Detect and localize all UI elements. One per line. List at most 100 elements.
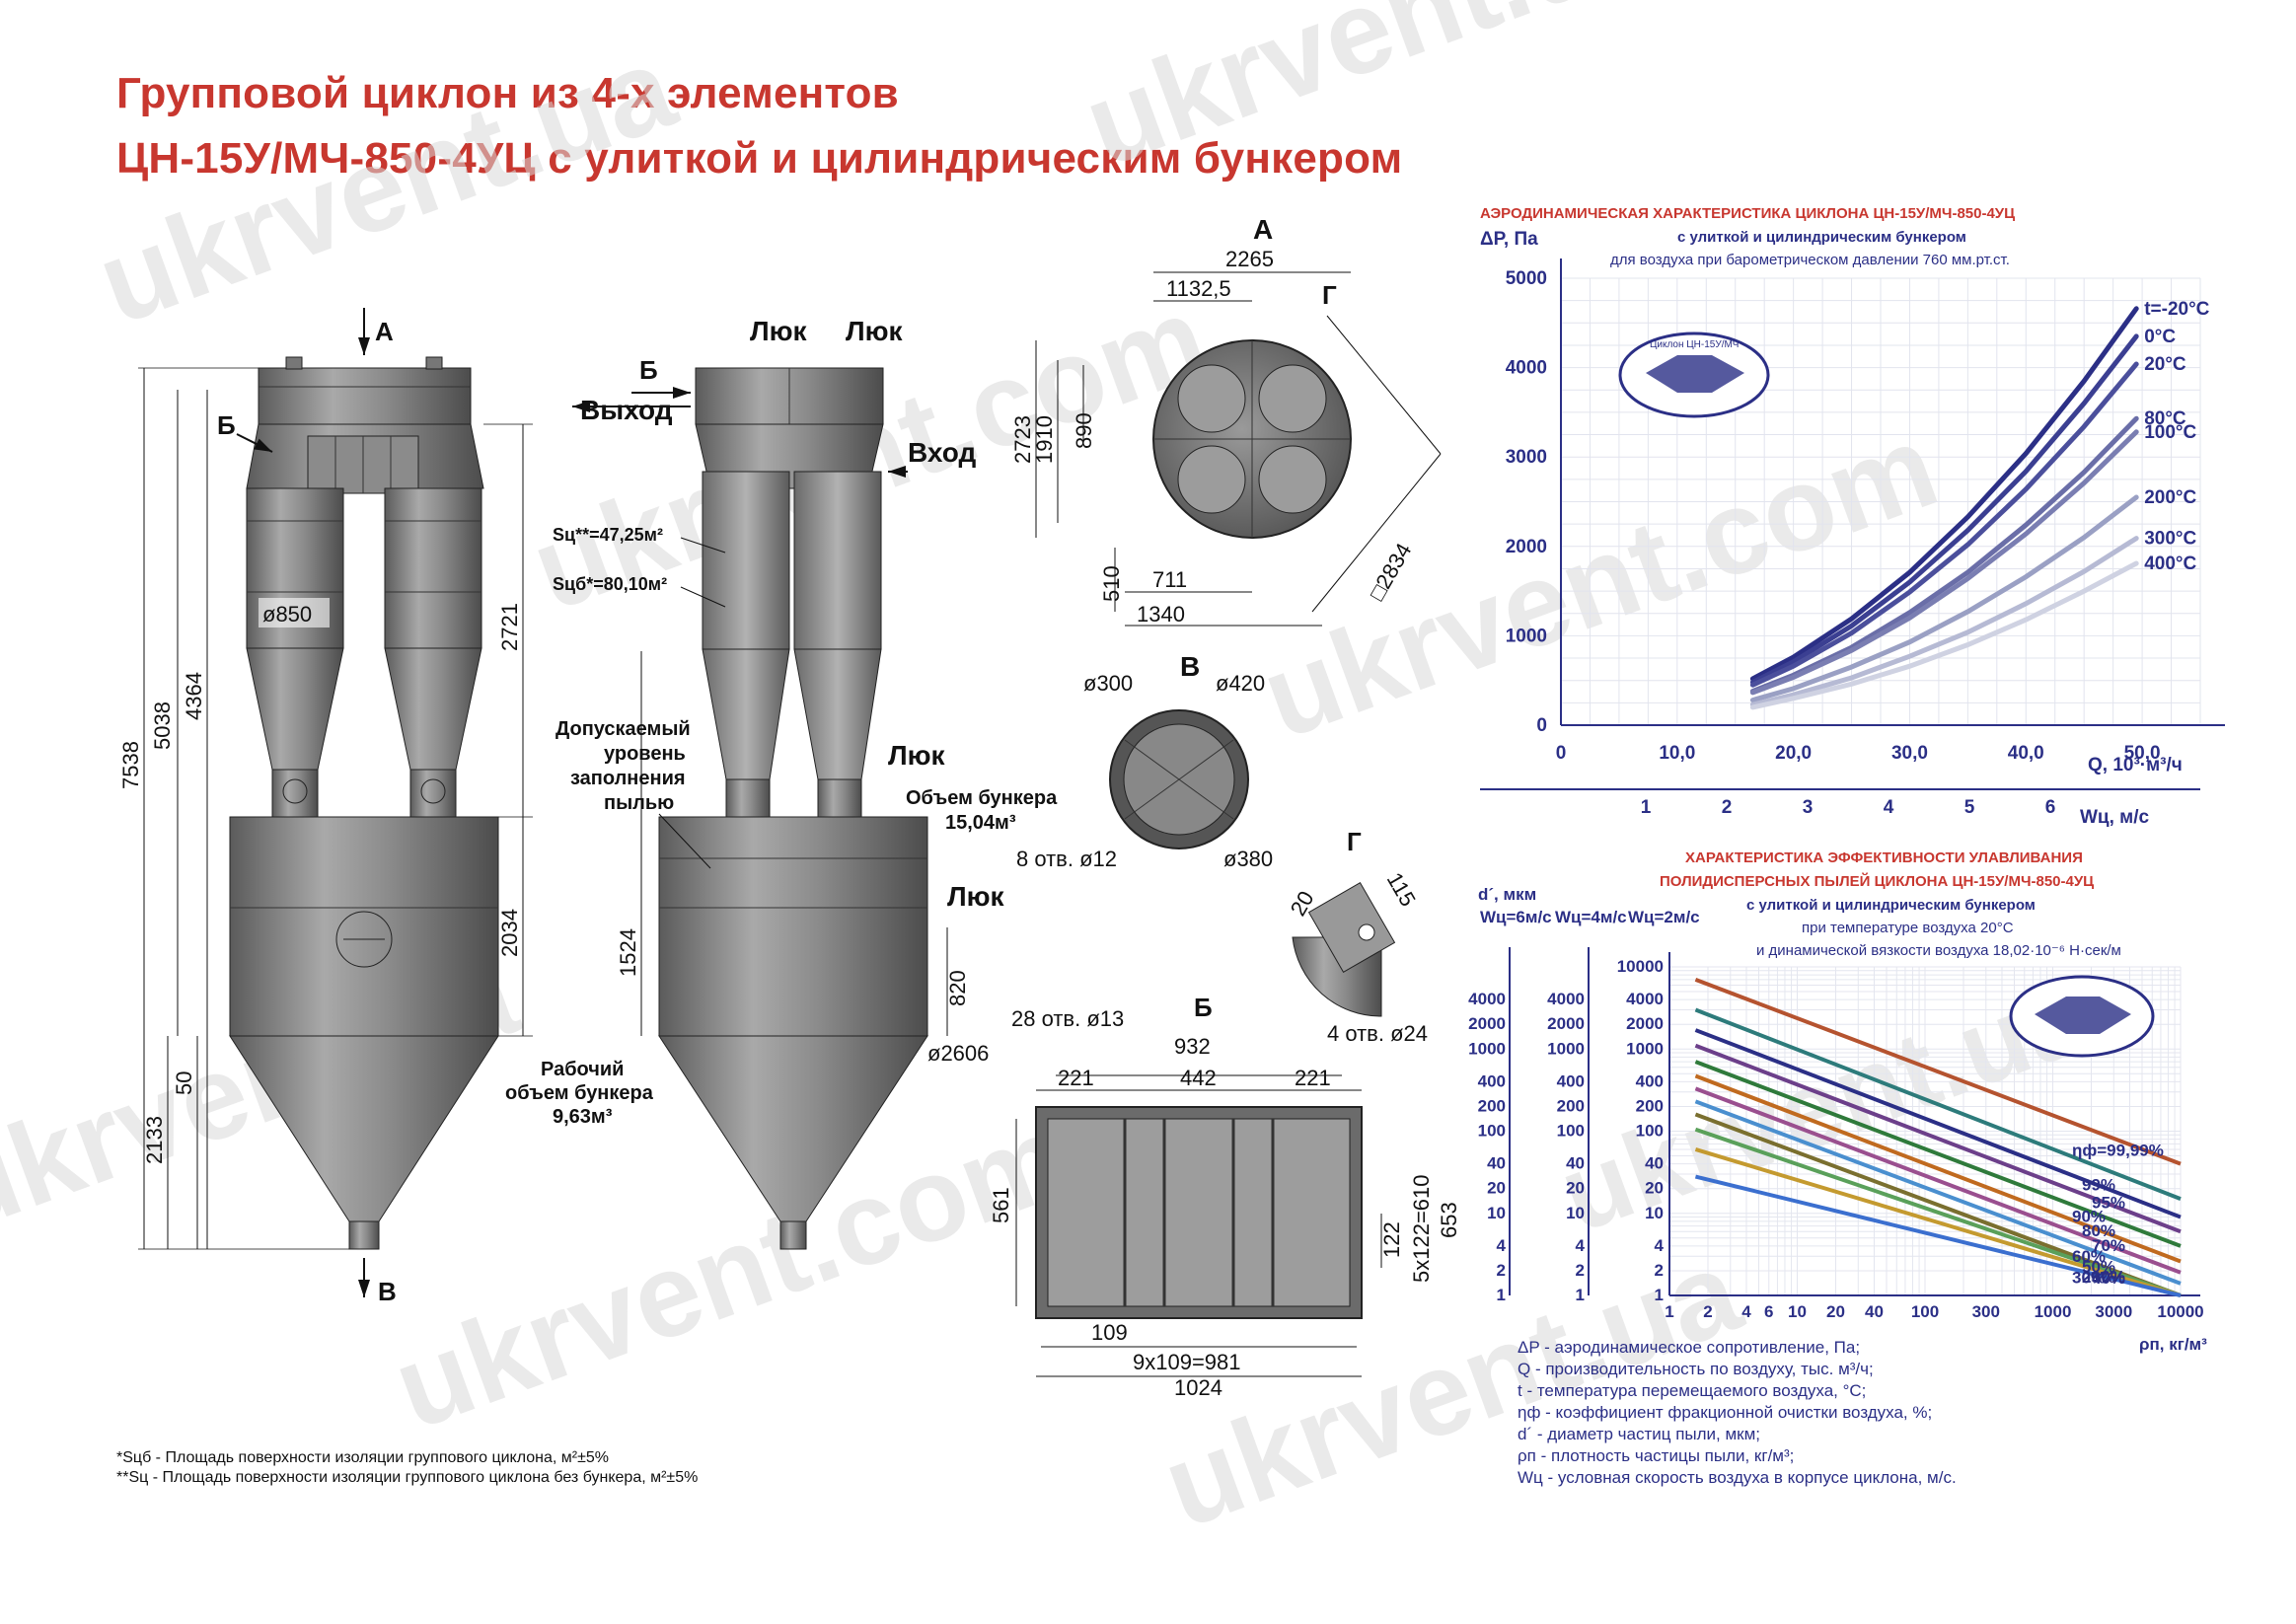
- dim-122: 122: [1379, 1221, 1404, 1258]
- page-title-line2: ЦН-15У/МЧ-850-4УЦ с улиткой и цилиндриче…: [116, 134, 1403, 183]
- dim-2034: 2034: [497, 909, 522, 957]
- footnote-1: *Sцб - Площадь поверхности изоляции груп…: [116, 1449, 609, 1466]
- chart2-ytick-a: 2000: [1468, 1014, 1506, 1033]
- chart1-x2label: Wц, м/с: [2080, 807, 2150, 828]
- chart2-xtick: 10: [1788, 1302, 1807, 1321]
- dim-5038: 5038: [150, 701, 175, 750]
- chart1-ytick: 2000: [1506, 537, 1547, 557]
- entry-label: Вход: [908, 437, 976, 468]
- chart2-xtick: 100: [1911, 1302, 1939, 1321]
- dim-d380: ø380: [1223, 847, 1273, 871]
- chart2-series: [1694, 978, 2182, 1297]
- legend-item: ρп - плотность частицы пыли, кг/м³;: [1518, 1446, 1795, 1465]
- chart-legend: ΔP - аэродинамическое сопротивление, Па;…: [1518, 1337, 1957, 1489]
- chart1-x2tick: 2: [1722, 797, 1733, 818]
- chart2-wc6: Wц=6м/с: [1480, 908, 1552, 926]
- chart2-xtick: 4: [1741, 1302, 1751, 1321]
- chart2-ytick-c: 20: [1645, 1179, 1664, 1198]
- chart2-ytick-b: 400: [1557, 1071, 1585, 1090]
- page-title-line1: Групповой циклон из 4-х элементов: [116, 69, 899, 117]
- chart2-ytick-c: 4000: [1626, 990, 1664, 1008]
- chart2-ytick-c: 1000: [1626, 1039, 1664, 1058]
- dim-9x109: 9x109=981: [1133, 1350, 1241, 1374]
- chart2-ytick-b: 1: [1576, 1286, 1585, 1304]
- view-label-a: А: [375, 317, 394, 346]
- chart2-ytick-c: 10000: [1617, 957, 1664, 976]
- chart1-subtitle: с улиткой и цилиндрическим бункером: [1677, 229, 1966, 246]
- view-label-v: В: [378, 1277, 397, 1306]
- chart1-series-label: 80°C: [2144, 408, 2186, 429]
- watermark-text: ukrvent.com: [1246, 399, 1953, 764]
- chart2-series-label: 95%: [2092, 1194, 2125, 1213]
- chart2-series-line: [1694, 1112, 2182, 1297]
- dim-d300: ø300: [1083, 671, 1133, 696]
- chart1-series: [1749, 306, 2139, 710]
- dim-holes4: 4 отв. ø24: [1327, 1021, 1428, 1046]
- hatch-label-3: Люк: [888, 740, 946, 771]
- chart2-ytick-a: 100: [1478, 1122, 1506, 1141]
- chart1-series-line: [1749, 429, 2139, 696]
- chart1-series-label: 100°C: [2144, 422, 2196, 443]
- chart2-series-line: [1694, 1147, 2182, 1297]
- chart2-ytick-b: 1000: [1547, 1039, 1585, 1058]
- chart2-xtick: 6: [1764, 1302, 1773, 1321]
- chart2-ytick-a: 2: [1497, 1261, 1506, 1280]
- chart2-wc2: Wц=2м/с: [1628, 908, 1700, 926]
- chart1-xlabel: Q, 10³·м³/ч: [2088, 755, 2183, 775]
- chart1-series-line: [1749, 306, 2139, 682]
- view-v-title: В: [1180, 651, 1200, 682]
- chart2-ytick-b: 200: [1557, 1096, 1585, 1115]
- flange-view-v: В ø300 ø420 8 отв. ø12 ø380: [1016, 651, 1273, 871]
- chart2-ytick-a: 4000: [1468, 990, 1506, 1008]
- chart2-ytick-b: 40: [1566, 1154, 1585, 1173]
- chart2-xtick: 20: [1826, 1302, 1845, 1321]
- chart2-ytick-b: 4: [1576, 1236, 1586, 1255]
- dim-2723: 2723: [1010, 415, 1035, 464]
- footnote-2: **Sц - Площадь поверхности изоляции груп…: [116, 1469, 699, 1486]
- chart1-xtick: 10,0: [1659, 743, 1695, 764]
- chart1-x2tick: 1: [1641, 797, 1652, 818]
- chart1-series-label: 400°C: [2144, 554, 2196, 574]
- chart2-series-line: [1694, 1007, 2182, 1201]
- legend-item: ΔP - аэродинамическое сопротивление, Па;: [1518, 1338, 1861, 1357]
- chart2-ytick-a: 400: [1478, 1071, 1506, 1090]
- chart2-subtitle: с улиткой и цилиндрическим бункером: [1746, 897, 2036, 914]
- chart1-series-label: t=-20°C: [2144, 299, 2209, 320]
- chart1-ytick: 0: [1536, 715, 1547, 736]
- chart2-ytick-b: 2: [1576, 1261, 1585, 1280]
- dim-1132: 1132,5: [1166, 276, 1231, 301]
- chart1-series-line: [1749, 494, 2139, 703]
- chart1-series-label: 0°C: [2144, 327, 2176, 347]
- chart2-ytick-a: 1000: [1468, 1039, 1506, 1058]
- chart2-series-label: 30%: [2072, 1269, 2106, 1288]
- dim-2133: 2133: [142, 1116, 167, 1164]
- bunker-vol-1: Объем бункера: [906, 787, 1058, 809]
- work-vol-1: Рабочий: [541, 1059, 624, 1080]
- detail-g: Г 20 115 4 отв. ø24: [1286, 827, 1428, 1046]
- chart1-series-line: [1749, 560, 2139, 710]
- chart2-title2: ПОЛИДИСПЕРСНЫХ ПЫЛЕЙ ЦИКЛОНА ЦН-15У/МЧ-8…: [1660, 872, 2094, 890]
- chart2-xtick: 300: [1972, 1302, 2000, 1321]
- chart2-xtick: 3000: [2095, 1302, 2132, 1321]
- chart1-ytick: 5000: [1506, 268, 1547, 289]
- chart1-series-line: [1749, 361, 2139, 688]
- chart2-ytick-c: 10: [1645, 1204, 1664, 1222]
- chart2-series-label: ηф=99,99%: [2072, 1142, 2164, 1160]
- chart2-series-line: [1694, 1127, 2182, 1297]
- hatch-label-2: Люк: [846, 316, 904, 346]
- chart2-series-line: [1694, 1073, 2182, 1264]
- chart2-ytick-a: 200: [1478, 1096, 1506, 1115]
- dim-2721: 2721: [497, 603, 522, 651]
- logo: Циклон ЦН-15У/МЧ: [1618, 332, 1770, 418]
- dim-890: 890: [1072, 412, 1096, 449]
- watermark-text: ukrvent.ua: [1069, 0, 1677, 191]
- side-view: Б Выход Вход Люк Люк Люк Люк Sц**=47,25м…: [505, 316, 1058, 1250]
- dim-561: 561: [989, 1187, 1013, 1223]
- dust-level-1: Допускаемый: [555, 718, 691, 740]
- chart2-series-label: 80%: [2082, 1221, 2115, 1240]
- dim-1340: 1340: [1137, 602, 1185, 627]
- area-sc: Sц**=47,25м²: [553, 525, 663, 545]
- chart2-ytick-c: 40: [1645, 1154, 1664, 1173]
